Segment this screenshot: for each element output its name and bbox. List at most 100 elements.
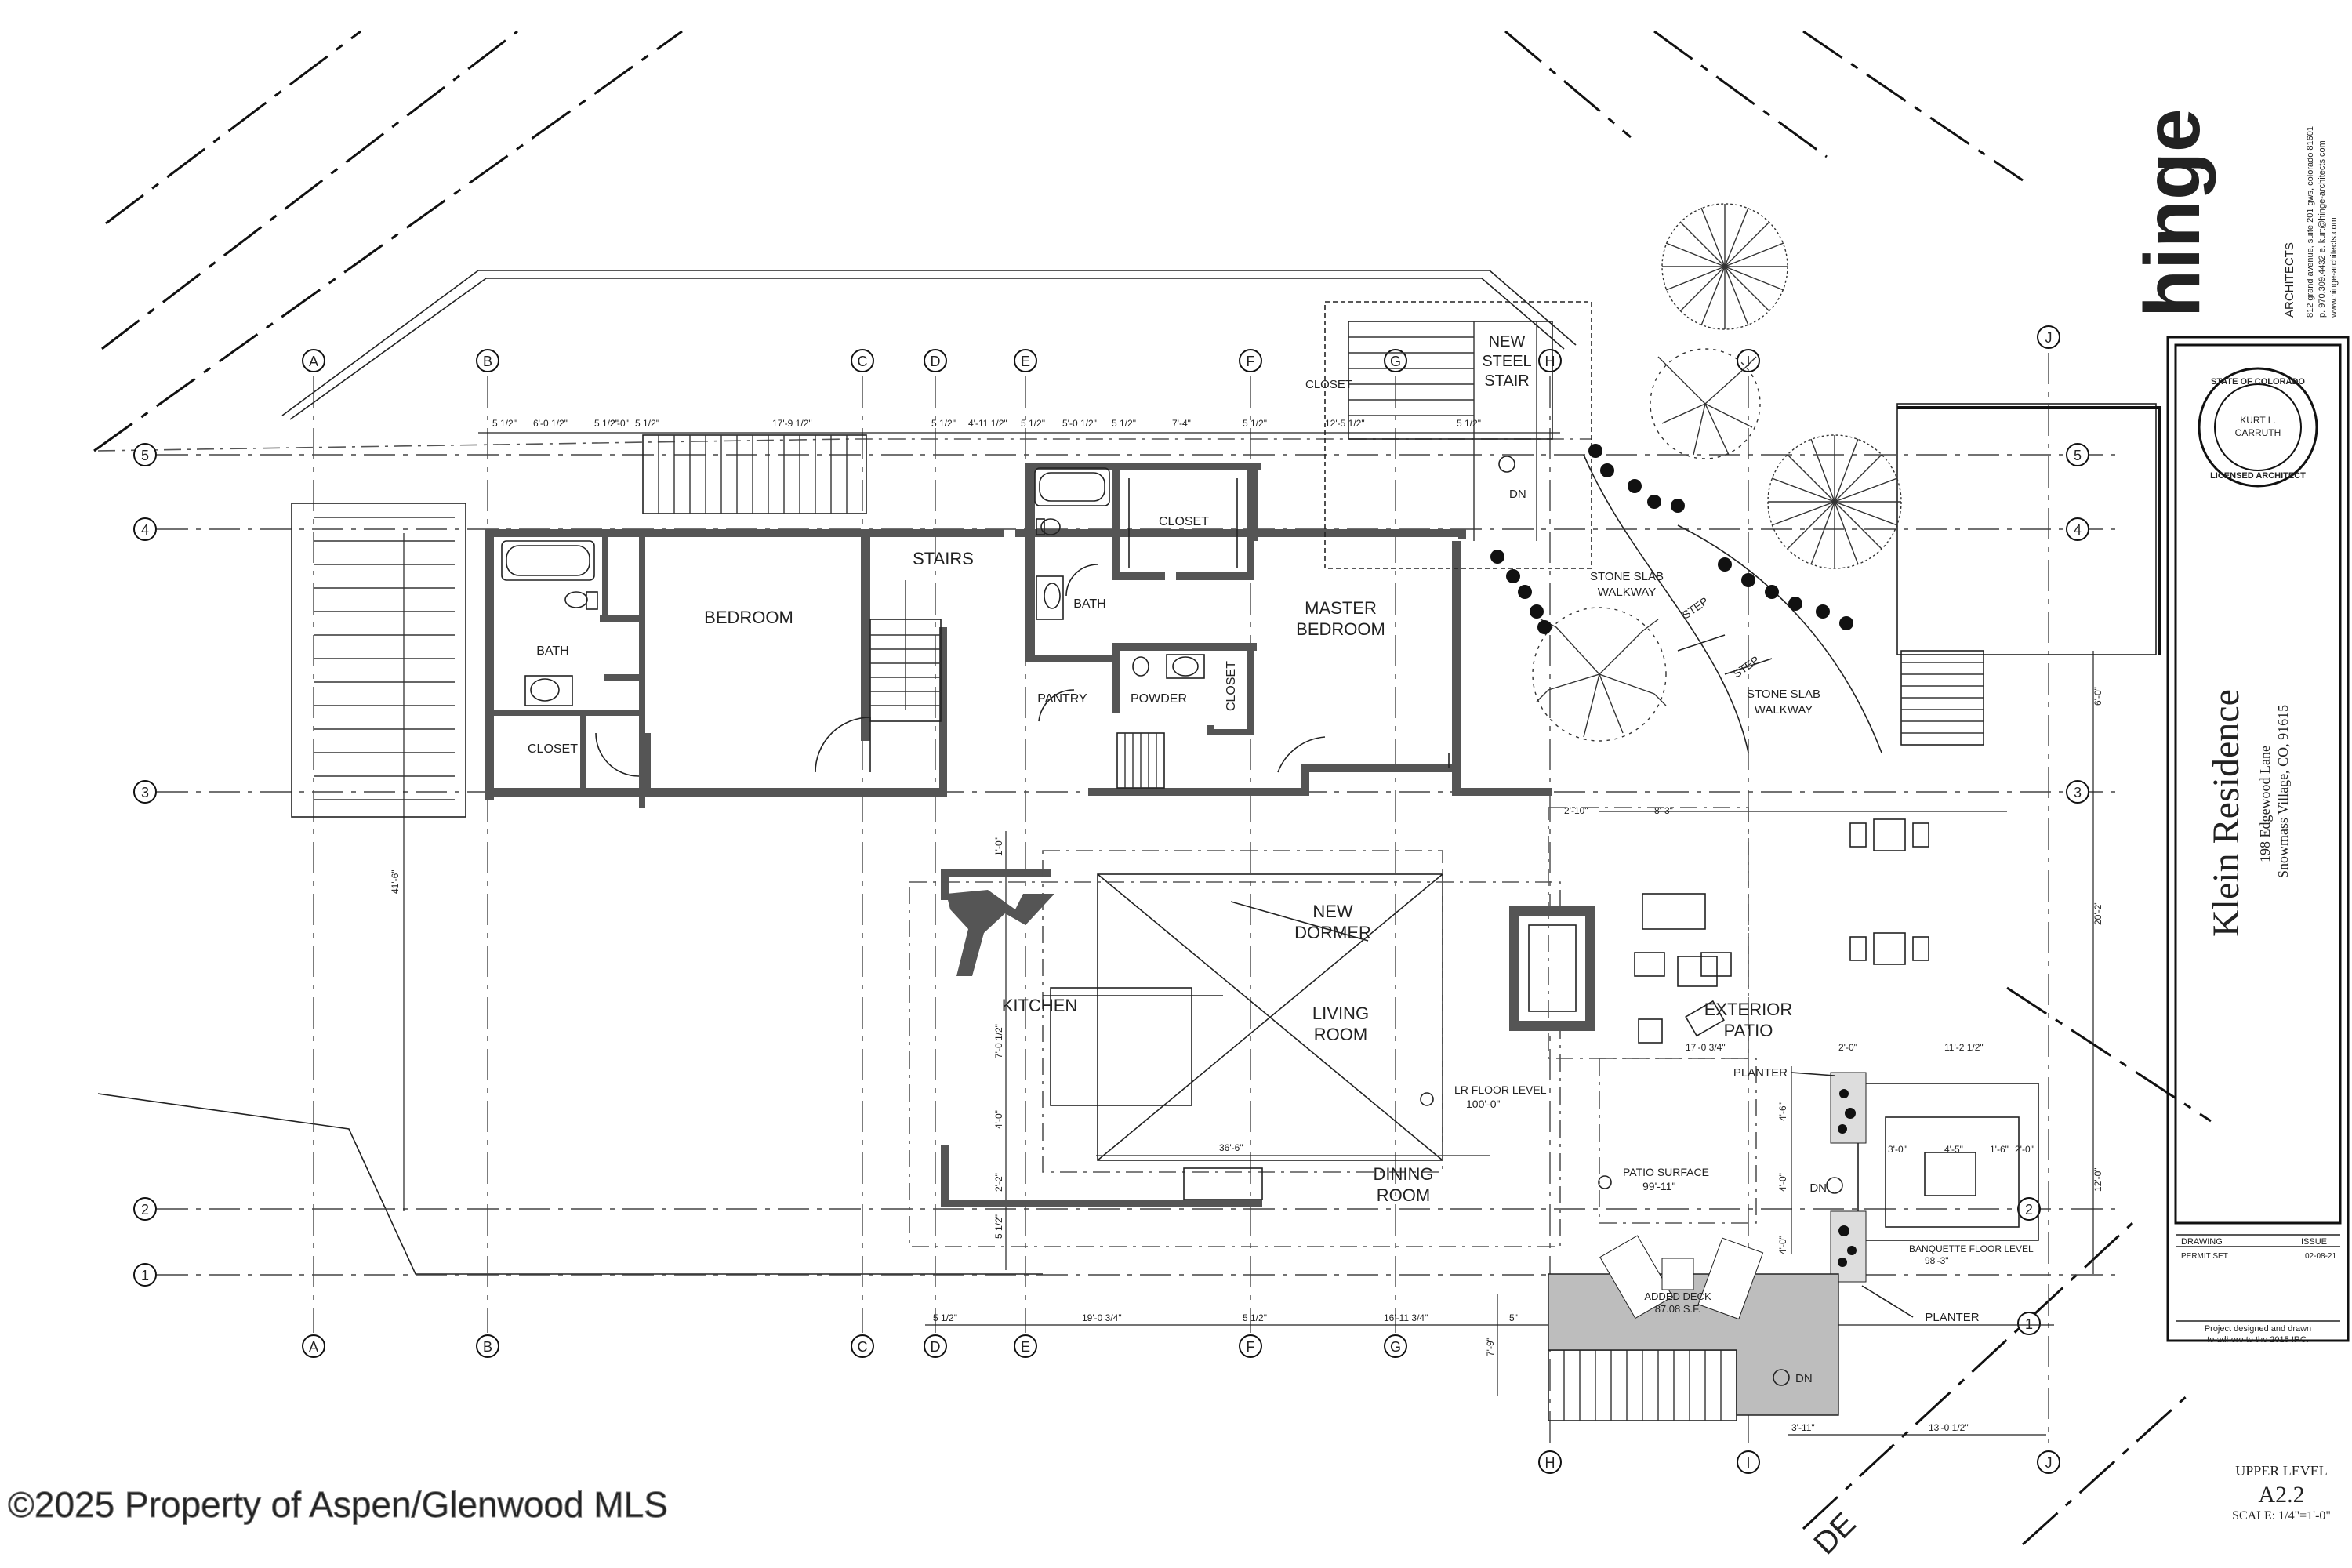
project-address: 198 Edgewood Lane bbox=[2257, 746, 2273, 862]
dim-text: 41'-6" bbox=[390, 869, 401, 894]
dim-text: 19'-0 3/4" bbox=[1082, 1312, 1122, 1323]
dim-text: 5 1/2" bbox=[594, 418, 619, 429]
issue-date: 02-08-21 bbox=[2305, 1252, 2336, 1261]
dim-text: 4'-6" bbox=[1777, 1102, 1788, 1121]
grid-bubble-h-top: H bbox=[1538, 349, 1562, 372]
stamp-license: LICENSED ARCHITECT bbox=[2210, 471, 2306, 481]
grid-label: 5 bbox=[2074, 448, 2082, 463]
stamp-name-last: CARRUTH bbox=[2235, 427, 2281, 438]
sheet-scale: SCALE: 1/4"=1'-0" bbox=[2232, 1509, 2331, 1523]
grid-bubble-e-bottom: E bbox=[1014, 1334, 1037, 1358]
room-label-master-bedroom: BEDROOM bbox=[1296, 619, 1385, 639]
mls-watermark: ©2025 Property of Aspen/Glenwood MLS bbox=[8, 1484, 668, 1525]
label-stone-walkway: STONE SLAB bbox=[1590, 570, 1664, 583]
grid-bubble-h-bottom: H bbox=[1538, 1450, 1562, 1474]
dim-text: 4'-0" bbox=[1777, 1173, 1788, 1192]
grid-label: E bbox=[1021, 1339, 1030, 1355]
tree-symbol bbox=[1661, 203, 1788, 330]
toilet bbox=[1132, 656, 1149, 677]
dimension-text: 5 1/2" 6'-0 1/2" 5 1/2" 2'-0" 5 1/2" 17'… bbox=[390, 418, 2103, 1433]
grid-label: C bbox=[858, 354, 868, 369]
dim-text: 5 1/2" bbox=[993, 1214, 1004, 1239]
toilet bbox=[564, 591, 588, 608]
grid-label: H bbox=[1545, 1455, 1555, 1471]
room-label-bath: BATH bbox=[536, 644, 568, 658]
dim-text: 5" bbox=[1509, 1312, 1518, 1323]
left-deck bbox=[291, 503, 466, 818]
grid-bubble-3-left: 3 bbox=[133, 780, 157, 804]
firm-web: www.hinge-architects.com bbox=[2329, 217, 2339, 318]
room-label-stairs: STAIRS bbox=[913, 549, 974, 568]
dim-text: 1'-0" bbox=[993, 837, 1004, 856]
grid-bubble-c-top: C bbox=[851, 349, 874, 372]
road-label-fragment: DE bbox=[1807, 1506, 1862, 1561]
label-banquette-floor: BANQUETTE FLOOR LEVEL bbox=[1909, 1243, 2034, 1254]
dim-text: 5 1/2" bbox=[492, 418, 517, 429]
grid-bubble-2-right: 2 bbox=[2017, 1197, 2041, 1221]
label-added-deck: ADDED DECK bbox=[1644, 1290, 1711, 1302]
room-label-kitchen: KITCHEN bbox=[1002, 996, 1078, 1015]
dim-text: 12'-5 1/2" bbox=[1325, 418, 1365, 429]
fixtures bbox=[501, 467, 1238, 706]
dim-text: 8'-3" bbox=[1654, 805, 1673, 816]
side-table bbox=[1661, 1258, 1694, 1290]
interior-walls bbox=[494, 529, 651, 808]
label-new-dormer-2: DORMER bbox=[1294, 923, 1371, 942]
label-dn: DN bbox=[1795, 1372, 1813, 1385]
dim-text: 2'-10" bbox=[1564, 805, 1588, 816]
dim-text: 20'-2" bbox=[2092, 901, 2103, 925]
chair bbox=[1638, 1018, 1663, 1044]
dim-text: 5 1/2" bbox=[635, 418, 659, 429]
dim-text: 4'-5" bbox=[1944, 1144, 1963, 1155]
dim-text: 5 1/2" bbox=[1021, 418, 1045, 429]
grid-bubble-e-top: E bbox=[1014, 349, 1037, 372]
dim-text: 36'-6" bbox=[1219, 1142, 1243, 1153]
grid-bubble-a-top: A bbox=[302, 349, 325, 372]
project-city: Snowmass Village, CO, 91615 bbox=[2275, 705, 2291, 878]
label-stone-walkway: STONE SLAB bbox=[1747, 688, 1820, 701]
door-swings bbox=[595, 564, 1450, 777]
label-banquette-elev: 98'-3" bbox=[1925, 1255, 1949, 1266]
grid-bubble-1-right: 1 bbox=[2017, 1312, 2041, 1335]
label-stone-walkway-2: WALKWAY bbox=[1598, 586, 1656, 599]
deck-boards bbox=[314, 517, 455, 800]
grid-bubble-2-left: 2 bbox=[133, 1197, 157, 1221]
project-title: Klein Residence bbox=[2205, 689, 2247, 937]
grid-bubble-5-left: 5 bbox=[133, 443, 157, 466]
dim-text: 6'-0" bbox=[2092, 687, 2103, 706]
room-label-dining-room: ROOM bbox=[1377, 1185, 1430, 1205]
dim-text: 17'-9 1/2" bbox=[772, 418, 812, 429]
label-planter: PLANTER bbox=[1733, 1066, 1788, 1080]
grid-label: 1 bbox=[2025, 1316, 2033, 1332]
sofa bbox=[1642, 893, 1706, 930]
issue-table-issue-header: ISSUE bbox=[2301, 1237, 2327, 1247]
grid-bubble-a-bottom: A bbox=[302, 1334, 325, 1358]
dim-text: 2'-0" bbox=[610, 418, 629, 429]
dim-text: 4'-11 1/2" bbox=[968, 418, 1007, 429]
label-lr-floor-level: LR FLOOR LEVEL bbox=[1454, 1083, 1547, 1096]
stone-walkway bbox=[1583, 454, 1882, 753]
dim-text: 4'-0" bbox=[1777, 1236, 1788, 1254]
patio-table bbox=[1873, 818, 1906, 851]
title-block: hinge ARCHITECTS 812 grand avenue, suite… bbox=[2129, 108, 2350, 1523]
room-label-living-room: ROOM bbox=[1314, 1025, 1367, 1044]
sink bbox=[1172, 656, 1199, 677]
grid-label: 2 bbox=[141, 1202, 149, 1218]
design-note-line1: Project designed and drawn bbox=[2205, 1324, 2311, 1334]
main-stair bbox=[869, 580, 942, 722]
grid-label: 1 bbox=[141, 1268, 149, 1283]
room-label-pantry: PANTRY bbox=[1037, 692, 1087, 706]
grid-label: E bbox=[1021, 354, 1030, 369]
grid-bubble-i-bottom: I bbox=[1737, 1450, 1760, 1474]
tree-symbol bbox=[1650, 348, 1761, 459]
room-label-living: LIVING bbox=[1312, 1004, 1369, 1023]
grid-bubble-c-bottom: C bbox=[851, 1334, 874, 1358]
steel-stair bbox=[1324, 301, 1592, 569]
grid-bubble-d-top: D bbox=[924, 349, 947, 372]
added-deck bbox=[1548, 1235, 1839, 1416]
dim-text: 12'-0" bbox=[2092, 1167, 2103, 1192]
grid-label: 3 bbox=[2074, 785, 2082, 800]
grid-label: G bbox=[1390, 1339, 1401, 1355]
room-labels: BEDROOM BATH CLOSET STAIRS BATH CLOSET P… bbox=[528, 333, 2034, 1386]
